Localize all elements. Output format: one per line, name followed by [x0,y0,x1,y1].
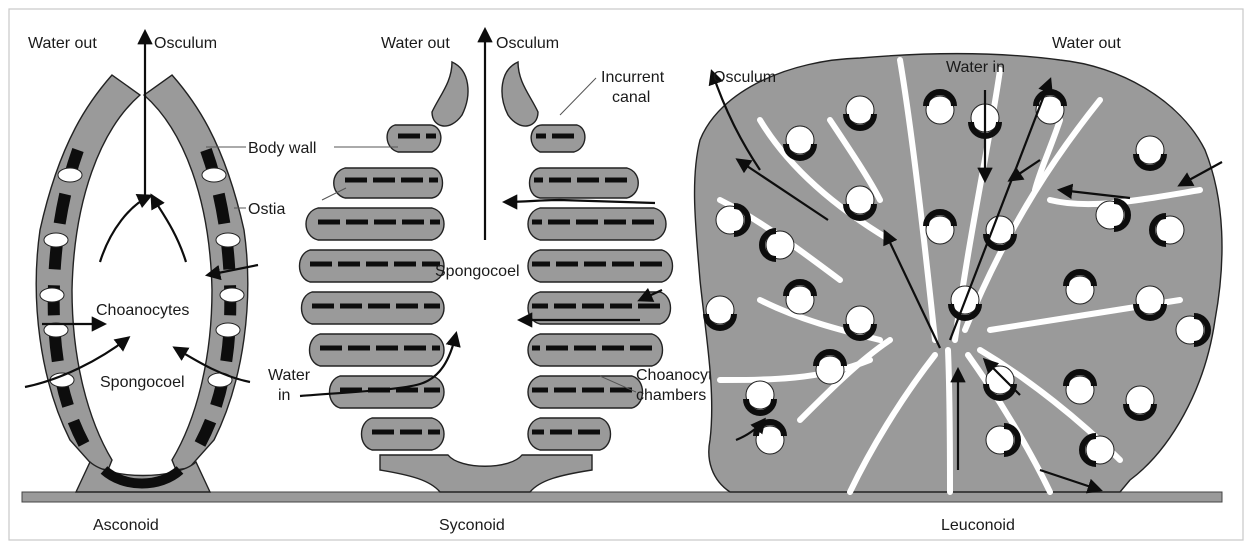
asconoid-ostia-label: Ostia [248,201,285,218]
syconoid-choanocyte-chambers-label-1: Choanocyte [636,367,721,384]
leuconoid-osculum-label: Osculum [713,69,776,86]
syconoid-base [380,455,592,492]
syconoid-water-in-label-1: Water [268,367,311,384]
syconoid-incurrent-canal-label-2: canal [612,89,650,106]
syconoid-spongocoel-label: Spongocoel [435,263,520,280]
asconoid-left-wall [36,75,140,470]
syconoid-sponge: Water out Osculum Incurrent canal Spongo… [268,30,721,534]
asconoid-sponge: Water out Osculum Body wall Ostia Choano… [25,32,316,534]
syconoid-water-out-label: Water out [381,35,450,52]
asconoid-body-wall-label: Body wall [248,140,316,157]
asconoid-choanocytes-label: Choanocytes [96,302,189,319]
leuconoid-sponge: Osculum Water in Water out Leuconoid [695,35,1222,534]
asconoid-caption: Asconoid [93,517,159,534]
syconoid-left-canals [300,125,445,450]
syconoid-choanocyte-chambers-label-2: chambers [636,387,706,404]
leuconoid-water-out-label: Water out [1052,35,1121,52]
substrate [22,492,1222,502]
asconoid-osculum-label: Osculum [154,35,217,52]
asconoid-water-out-label: Water out [28,35,97,52]
syconoid-incurrent-canal-label-1: Incurrent [601,69,665,86]
leuconoid-water-in-label: Water in [946,59,1005,76]
asconoid-spongocoel-label: Spongocoel [100,374,185,391]
leuconoid-caption: Leuconoid [941,517,1015,534]
syconoid-osculum-label: Osculum [496,35,559,52]
syconoid-water-in-label-2: in [278,387,290,404]
syconoid-caption: Syconoid [439,517,505,534]
asconoid-right-wall [144,75,248,470]
